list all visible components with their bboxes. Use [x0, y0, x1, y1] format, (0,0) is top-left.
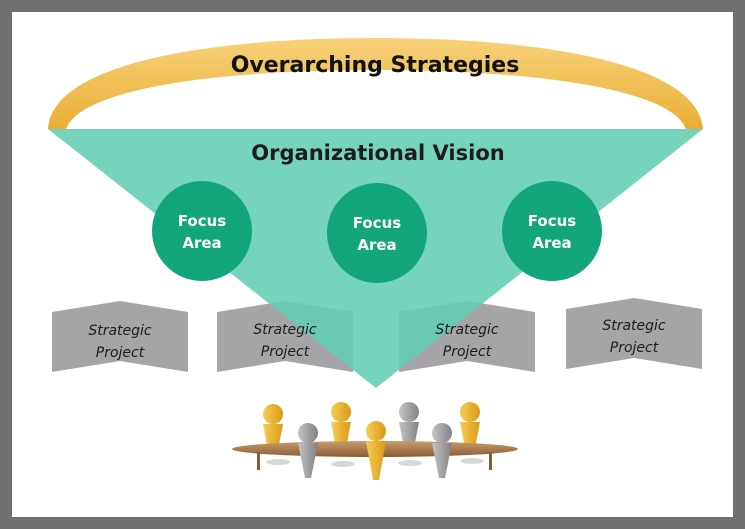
project-3-line1: Strategic: [435, 322, 499, 338]
person-figure-gold: [460, 402, 480, 448]
project-chevron-1: [52, 301, 188, 372]
project-4-line2: Project: [610, 340, 659, 356]
focus-area-circle-1: [152, 181, 252, 281]
funnel-label: Organizational Vision: [251, 141, 504, 165]
team-table-illustration: [232, 402, 518, 480]
person-figure-gold: [366, 421, 386, 480]
focus-area-circle-2: [327, 183, 427, 283]
project-3-line2: Project: [443, 344, 492, 360]
arc-label: Overarching Strategies: [231, 53, 520, 78]
project-2-line1: Strategic: [253, 322, 317, 338]
focus-area-circle-3: [502, 181, 602, 281]
person-figure-gray: [298, 423, 318, 478]
project-1-line1: Strategic: [88, 323, 152, 339]
overarching-arc: [48, 38, 703, 129]
focus-area-2-line1: Focus: [353, 214, 402, 232]
focus-area-1-line2: Area: [182, 234, 221, 252]
focus-area-1-line1: Focus: [178, 212, 227, 230]
project-2-line2: Project: [261, 344, 310, 360]
project-1-line2: Project: [96, 345, 145, 361]
focus-area-3-line2: Area: [532, 234, 571, 252]
project-chevron-4: [566, 298, 702, 369]
focus-area-3-line1: Focus: [528, 212, 577, 230]
person-figure-gray: [432, 423, 452, 478]
project-4-line1: Strategic: [602, 318, 666, 334]
focus-area-2-line2: Area: [357, 236, 396, 254]
